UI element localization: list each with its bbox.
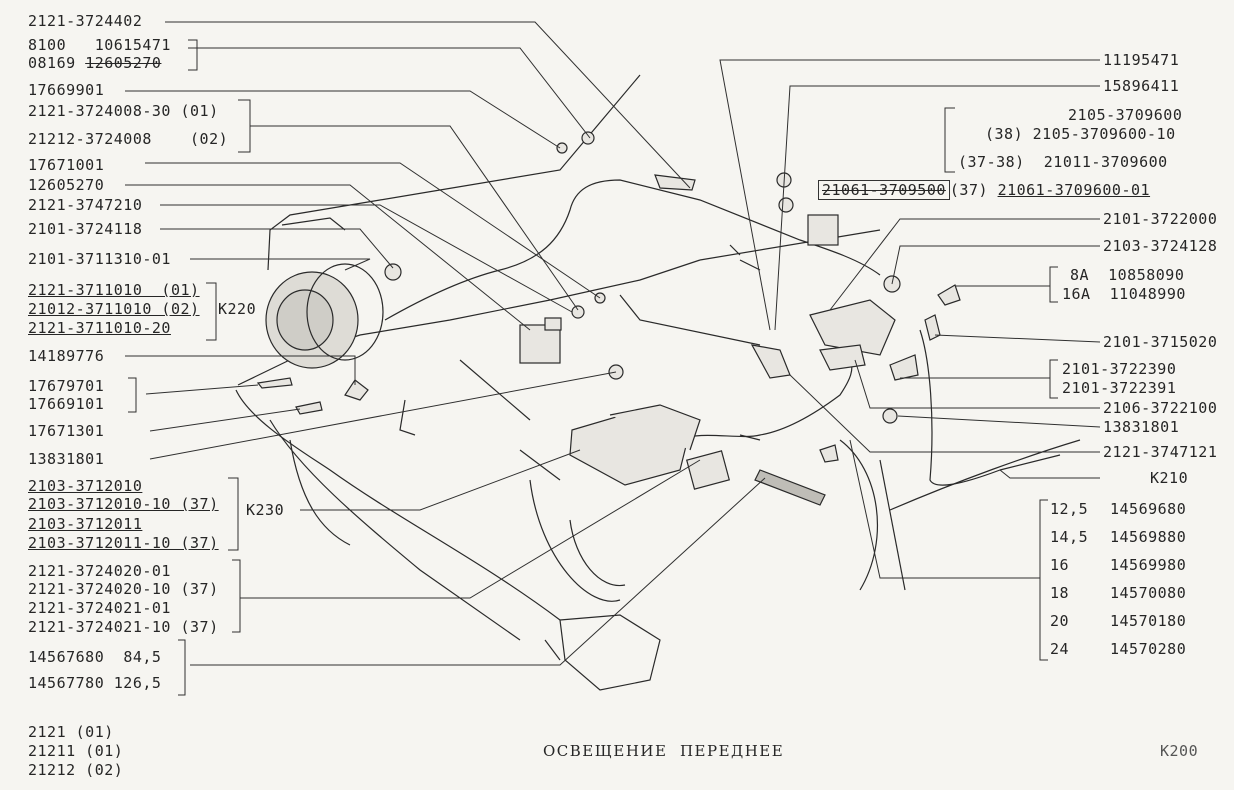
label-2121-3724021-01: 2121-3724021-01: [28, 599, 171, 617]
page-code: K200: [1160, 742, 1199, 760]
label-14567680: 14567680 84,5: [28, 648, 162, 666]
label-17671301: 17671301: [28, 422, 105, 440]
label-2103-3712011-10: 2103-3712011-10 (37): [28, 534, 219, 552]
label-2121-3724008-30: 2121-3724008-30 (01): [28, 102, 219, 120]
label-2103-3712010: 2103-3712010: [28, 477, 143, 495]
table-row-num: 14569680: [1110, 500, 1187, 518]
leader-lines: [125, 21, 1101, 696]
label-17671001: 17671001: [28, 156, 105, 174]
label-2121-3711010: 2121-3711010 (01): [28, 281, 200, 299]
side-repeater: [754, 469, 826, 506]
model-21212: 21212 (02): [28, 761, 124, 779]
fuse-box: [809, 299, 896, 356]
table-row-num: 14570280: [1110, 640, 1187, 658]
label-14567780: 14567780 126,5: [28, 674, 162, 692]
label-15896411: 15896411: [1103, 77, 1180, 95]
model-2121: 2121 (01): [28, 723, 114, 741]
label-08169: 08169 12605270: [28, 54, 162, 72]
label-2106-3722100: 2106-3722100: [1103, 399, 1218, 417]
table-row-len: 24: [1050, 640, 1070, 658]
switch: [807, 214, 839, 246]
label-11195471: 11195471: [1103, 51, 1180, 69]
label-2121-3724020-01: 2121-3724020-01: [28, 562, 171, 580]
label-14189776: 14189776: [28, 347, 105, 365]
label-17679701: 17679701: [28, 377, 105, 395]
label-2121-3724020-10: 2121-3724020-10 (37): [28, 580, 219, 598]
label-17669101: 17669101: [28, 395, 105, 413]
label-12605270: 12605270: [28, 176, 105, 194]
label-2103-3712010-10: 2103-3712010-10 (37): [28, 495, 219, 513]
table-row-len: 14,5: [1050, 528, 1089, 546]
label-2103-3724128: 2103-3724128: [1103, 237, 1218, 255]
label-2121-3724402: 2121-3724402: [28, 12, 143, 30]
bolt: [384, 263, 402, 281]
table-row-len: 12,5: [1050, 500, 1089, 518]
screw: [556, 142, 568, 154]
label-13831801: 13831801: [28, 450, 105, 468]
label-21212-3724008: 21212-3724008 (02): [28, 130, 229, 148]
label-21061-3709500: 21061-3709500(37) 21061-3709600-01: [818, 180, 1150, 200]
components: [256, 131, 961, 506]
table-row-num: 14570180: [1110, 612, 1187, 630]
connector: [685, 450, 731, 490]
table-row-num: 14569980: [1110, 556, 1187, 574]
label-2101-3722391: 2101-3722391: [1062, 379, 1177, 397]
label-2121-3747210: 2121-3747210: [28, 196, 143, 214]
table-row-len: 20: [1050, 612, 1070, 630]
page-title: ОСВЕЩЕНИЕ ПЕРЕДНЕЕ: [543, 742, 785, 760]
label-k210: K210: [1150, 469, 1189, 487]
table-row-num: 14570080: [1110, 584, 1187, 602]
table-row-len: 18: [1050, 584, 1070, 602]
table-row-len: 16: [1050, 556, 1070, 574]
label-2121-3747121: 2121-3747121: [1103, 443, 1218, 461]
label-2101-3722390: 2101-3722390: [1062, 360, 1177, 378]
label-16a-fuse: 16A 11048990: [1062, 285, 1186, 303]
label-2101-3724118: 2101-3724118: [28, 220, 143, 238]
label-2101-3711310-01: 2101-3711310-01: [28, 250, 171, 268]
label-2121-3711010-20: 2121-3711010-20: [28, 319, 171, 337]
label-2101-3722000: 2101-3722000: [1103, 210, 1218, 228]
label-k220: K220: [218, 300, 257, 318]
label-k230: K230: [246, 501, 285, 519]
nut: [581, 131, 595, 145]
label-2103-3712011: 2103-3712011: [28, 515, 143, 533]
label-13831801-right: 13831801: [1103, 418, 1180, 436]
label-17669901: 17669901: [28, 81, 105, 99]
label-2105-3709600-10: (38) 2105-3709600-10: [985, 125, 1176, 143]
bracket: [654, 174, 696, 191]
model-21211: 21211 (01): [28, 742, 124, 760]
label-2121-3724021-10: 2121-3724021-10 (37): [28, 618, 219, 636]
relay: [519, 324, 561, 364]
label-2105-3709600: 2105-3709600: [1068, 106, 1183, 124]
table-row-num: 14569880: [1110, 528, 1187, 546]
label-21011-3709600: (37-38) 21011-3709600: [958, 153, 1168, 171]
label-8100: 8100 10615471: [28, 36, 171, 54]
label-21012-3711010: 21012-3711010 (02): [28, 300, 200, 318]
label-8a-fuse: 8A 10858090: [1070, 266, 1185, 284]
label-2101-3715020: 2101-3715020: [1103, 333, 1218, 351]
